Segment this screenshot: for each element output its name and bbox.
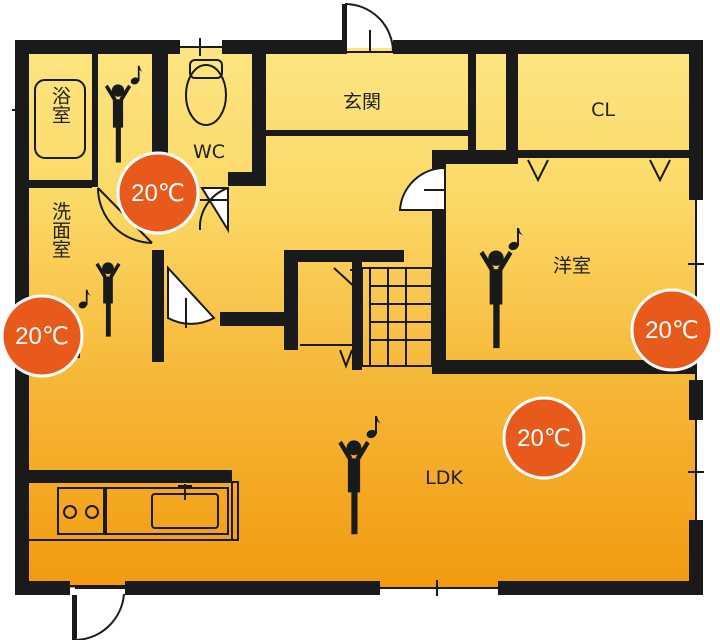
outer-walls: [15, 40, 703, 595]
stove-icon: [57, 487, 105, 535]
entrance-door: [342, 3, 394, 54]
temp-badge-ldk: 20℃: [502, 396, 586, 480]
bathtub: [34, 79, 86, 159]
interior-walls: [22, 52, 700, 482]
room-label-closet: CL: [591, 99, 615, 121]
room-label-wc: WC: [193, 141, 225, 163]
back-door: [72, 587, 125, 640]
svg-text:20℃: 20℃: [517, 425, 571, 452]
room-label-western-room: 洋室: [553, 255, 591, 277]
toilet-icon: [185, 59, 227, 126]
outer-openings: [12, 38, 704, 596]
room-label-washroom: 洗面室: [49, 201, 71, 258]
room-label-bath: 浴室: [49, 86, 71, 124]
temp-badge-wc-hall: 20℃: [116, 151, 200, 235]
interior-doors: [97, 166, 446, 328]
room-label-ldk: LDK: [425, 467, 463, 489]
svg-text:20℃: 20℃: [645, 317, 699, 344]
closet-hangers: [527, 159, 671, 183]
svg-text:20℃: 20℃: [15, 323, 69, 350]
temp-badge-washroom: 20℃: [0, 294, 84, 378]
temp-badge-western-room: 20℃: [630, 288, 714, 372]
room-label-entrance: 玄関: [343, 91, 381, 113]
kitchen-counter: [21, 481, 239, 541]
svg-text:20℃: 20℃: [131, 180, 185, 207]
sink-icon: [151, 484, 219, 529]
staircase: [300, 267, 433, 369]
